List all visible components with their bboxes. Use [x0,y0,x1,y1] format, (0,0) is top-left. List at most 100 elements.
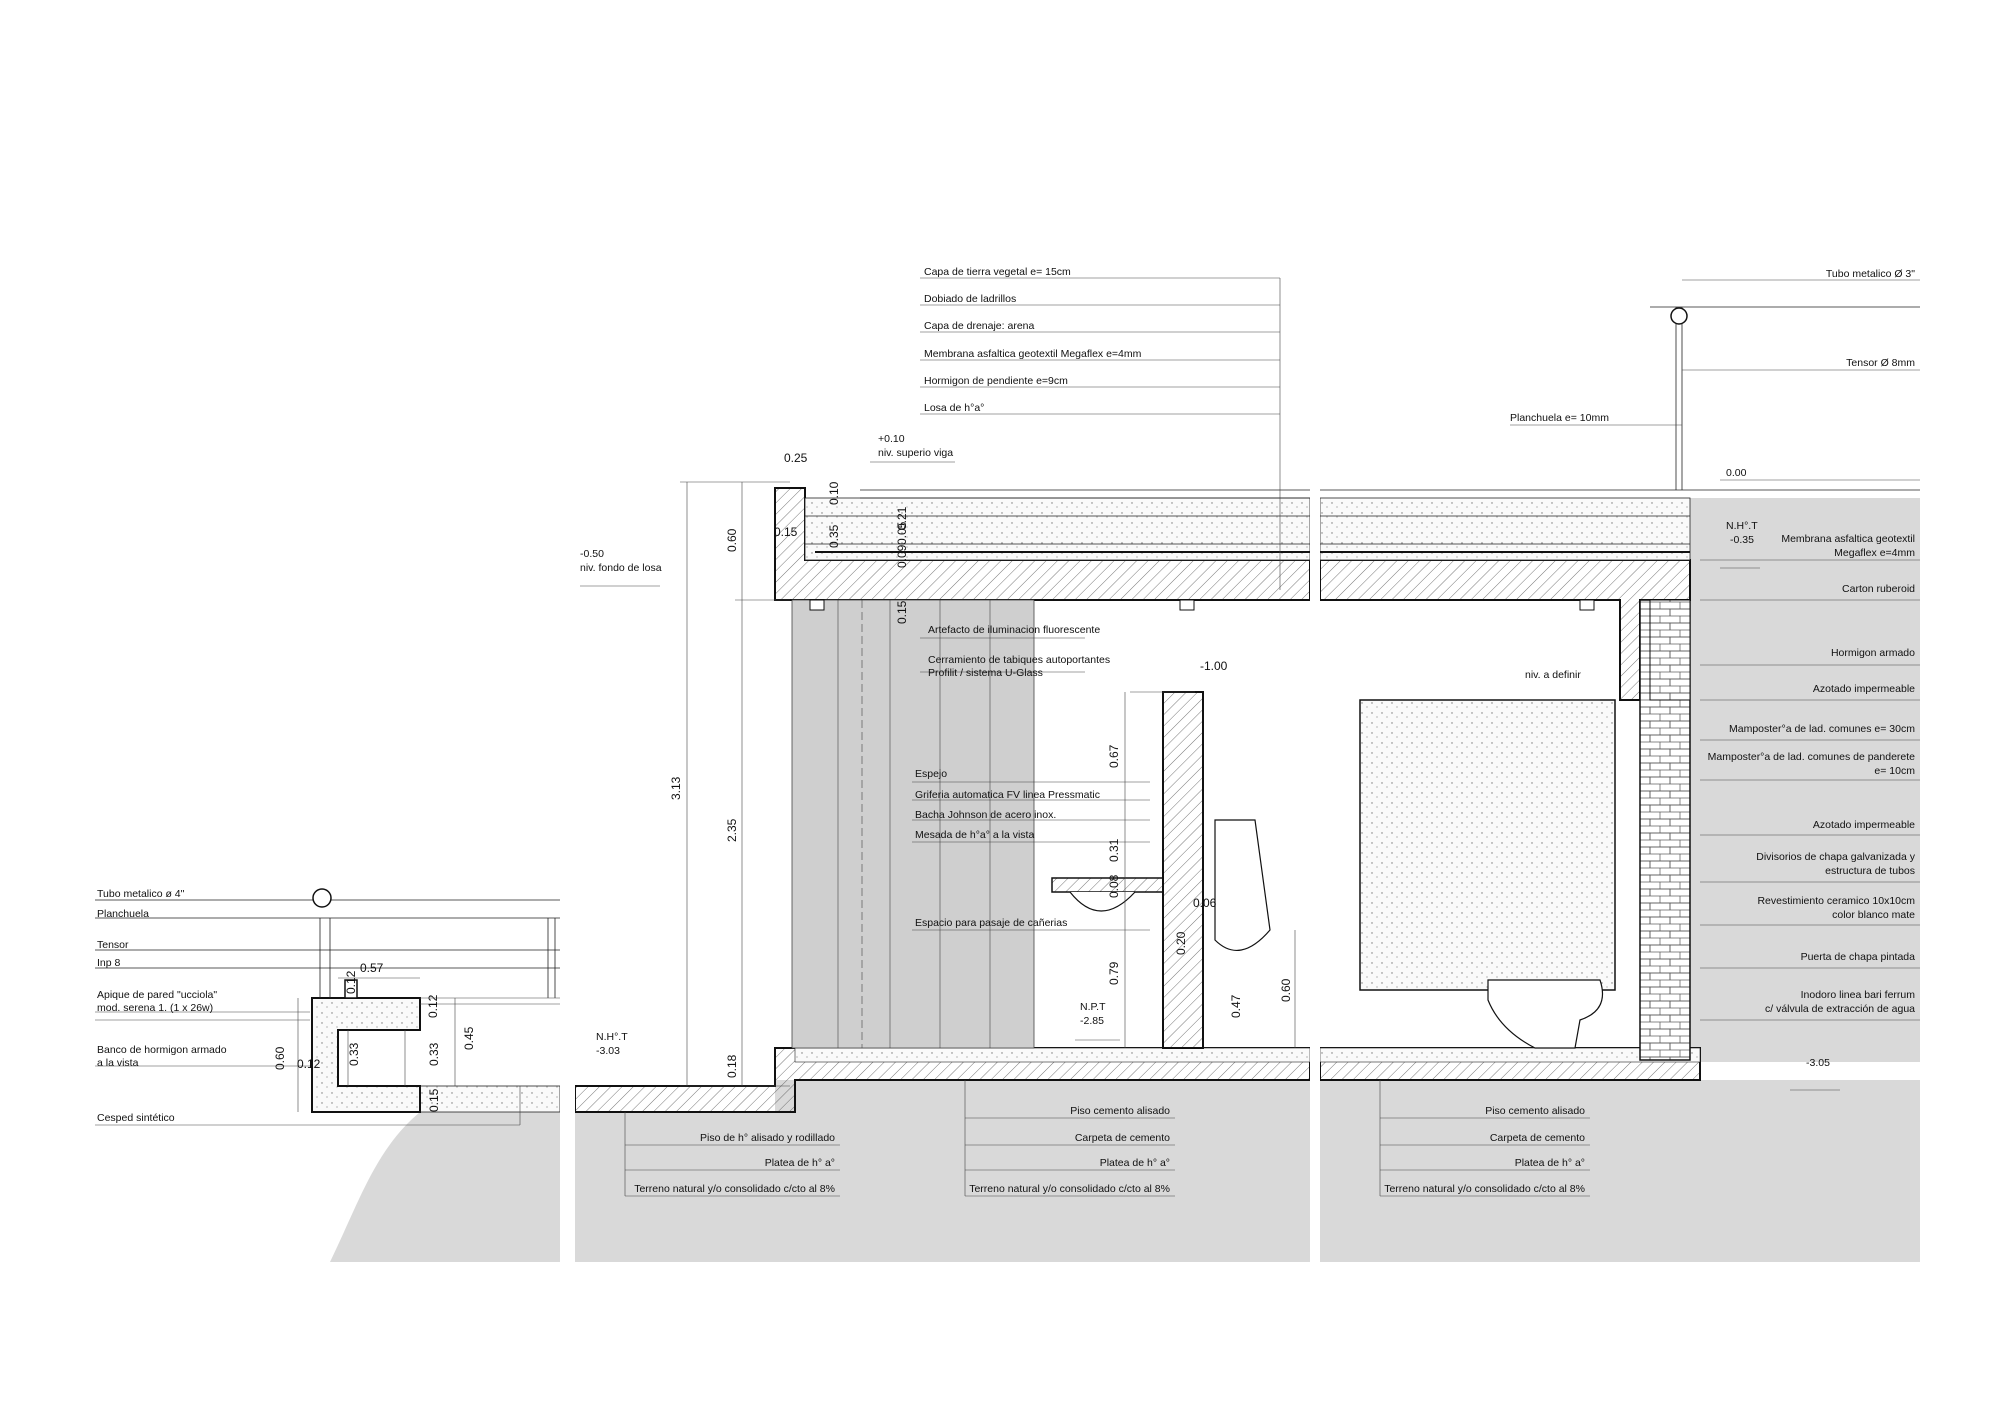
bottom-label: Platea de h° a° [765,1157,835,1169]
roof-layers [804,497,1311,561]
bottom-label: Piso de h° alisado y rodillado [700,1132,835,1144]
metal-tube-circle-right [1670,307,1688,325]
right-side-label: e= 10cm [1874,765,1915,777]
mid-label: Mesada de h°a° a la vista [915,829,1034,841]
glass-wall [791,599,1035,1049]
concrete-bench [311,997,421,1113]
roof-layer-label: Capa de tierra vegetal e= 15cm [924,266,1071,278]
mid-dim: 0.20 [1174,931,1188,955]
bottom-label: Carpeta de cemento [1075,1132,1170,1144]
mid-dim: 2.35 [725,818,739,842]
roof-layer-label: Hormigon de pendiente e=9cm [924,375,1068,387]
mid-dim: 0.60 [725,528,739,552]
left-dim: 0.15 [427,1088,441,1112]
right-top-label: Tubo metalico Ø 3" [1826,268,1915,280]
left-dim: 0.12 [297,1057,321,1071]
left-label: Banco de hormigon armado [97,1044,227,1056]
urinal [1214,819,1271,951]
partition-wall [1162,691,1204,1049]
npt-label: N.P.T [1080,1001,1106,1013]
right-section: Tubo metalico Ø 3" Tensor Ø 8mm Planchue… [1319,268,1920,1262]
right-side-label: Mamposter°a de lad. comunes de panderete [1708,751,1915,763]
left-label: Planchuela [97,908,149,920]
right-side-label: Hormigon armado [1831,647,1915,659]
right-top-label: Tensor Ø 8mm [1846,357,1915,369]
roof-layer-label: Dobiado de ladrillos [924,293,1016,305]
bottom-label: Terreno natural y/o consolidado c/cto al… [634,1183,835,1195]
mid-dim: 0.25 [784,451,808,465]
mid-dim: 0.21 [895,506,909,530]
mid-dim: 0.18 [725,1054,739,1078]
left-dim: 0.45 [462,1026,476,1050]
right-side-label: Divisorios de chapa galvanizada y [1756,851,1916,863]
level-label: niv. fondo de losa [580,562,662,574]
mid-dim: 0.31 [1107,838,1121,862]
right-top-label: Planchuela e= 10mm [1510,412,1609,424]
level-label: niv. superio viga [878,447,953,459]
toilet-partition [1359,699,1616,991]
sheet-gap [560,430,575,1270]
right-nht: -0.35 [1730,534,1754,546]
mid-label: Profilit / sistema U-Glass [928,667,1043,679]
right-side-label: Azotado impermeable [1813,683,1915,695]
mid-dim: 0.08 [1107,874,1121,898]
left-label: Tensor [97,939,129,951]
right-side-label: Membrana asfaltica geotextil [1781,533,1915,545]
middle-section: Capa de tierra vegetal e= 15cm Dobiado d… [574,266,1311,1262]
mid-dim: 0.15 [774,525,798,539]
sheet-gap [1310,430,1320,1270]
grass-slab [419,1085,561,1113]
left-label: Inp 8 [97,957,121,969]
level-label: -0.50 [580,548,604,560]
right-bottom-label: Carpeta de cemento [1490,1132,1585,1144]
left-label: a la vista [97,1057,139,1069]
bottom-label: Terreno natural y/o consolidado c/cto al… [969,1183,1170,1195]
fluorescent-light [1179,599,1195,611]
mid-dim: 0.05 [895,521,909,545]
fluorescent-light [1579,599,1595,611]
mid-dim: 0.15 [895,600,909,624]
nht-label: -3.03 [596,1045,620,1057]
right-side-label: Carton ruberoid [1842,583,1915,595]
left-detail: Tubo metalico ø 4" Planchuela Tensor Inp… [95,888,561,1262]
left-ground [330,1112,560,1262]
left-label: Apique de pared "ucciola" [97,989,217,1001]
mid-dim: 0.35 [827,524,841,548]
right-side-label: c/ válvula de extracción de agua [1765,1003,1915,1015]
right-side-label: Revestimiento ceramico 10x10cm [1757,895,1915,907]
left-dim: 0.12 [426,994,440,1018]
mid-label: Espacio para pasaje de cañerias [915,917,1067,929]
fluorescent-light [809,599,825,611]
level-label: +0.10 [878,433,905,445]
mid-label: Griferia automatica FV linea Pressmatic [915,789,1100,801]
right-nht: N.H°.T [1726,520,1758,532]
mid-level-m100: -1.00 [1200,659,1228,673]
floor-finish [794,1047,1311,1063]
nht-label: N.H°.T [596,1031,628,1043]
mid-dim: 0.60 [1279,978,1293,1002]
left-label: Cesped sintético [97,1112,175,1124]
bottom-label: Platea de h° a° [1100,1157,1170,1169]
right-bottom-label: Platea de h° a° [1515,1157,1585,1169]
left-label: mod. serena 1. (1 x 26w) [97,1002,213,1014]
right-roof-slab [1319,559,1691,701]
right-level-zero: 0.00 [1726,467,1747,479]
mid-dim: 0.67 [1107,744,1121,768]
left-dim: 0.33 [347,1042,361,1066]
right-bottom-label: Piso cemento alisado [1485,1105,1585,1117]
right-roof-layers [1319,497,1691,561]
roof-layer-label: Losa de h°a° [924,402,984,414]
right-bottom-label: Terreno natural y/o consolidado c/cto al… [1384,1183,1585,1195]
bench-lamp [344,979,358,999]
roof-layer-label: Membrana asfaltica geotextil Megaflex e=… [924,348,1142,360]
mid-dim: 0.09 [895,544,909,568]
middle-ground [575,1080,1310,1262]
right-side-label: Inodoro linea bari ferrum [1801,989,1916,1001]
bottom-label: Piso cemento alisado [1070,1105,1170,1117]
mid-label: Espejo [915,768,947,780]
left-dim: 0.33 [427,1042,441,1066]
right-side-label: Megaflex e=4mm [1834,547,1915,559]
metal-tube-circle [312,888,332,908]
niv-a-definir: niv. a definir [1525,669,1581,681]
